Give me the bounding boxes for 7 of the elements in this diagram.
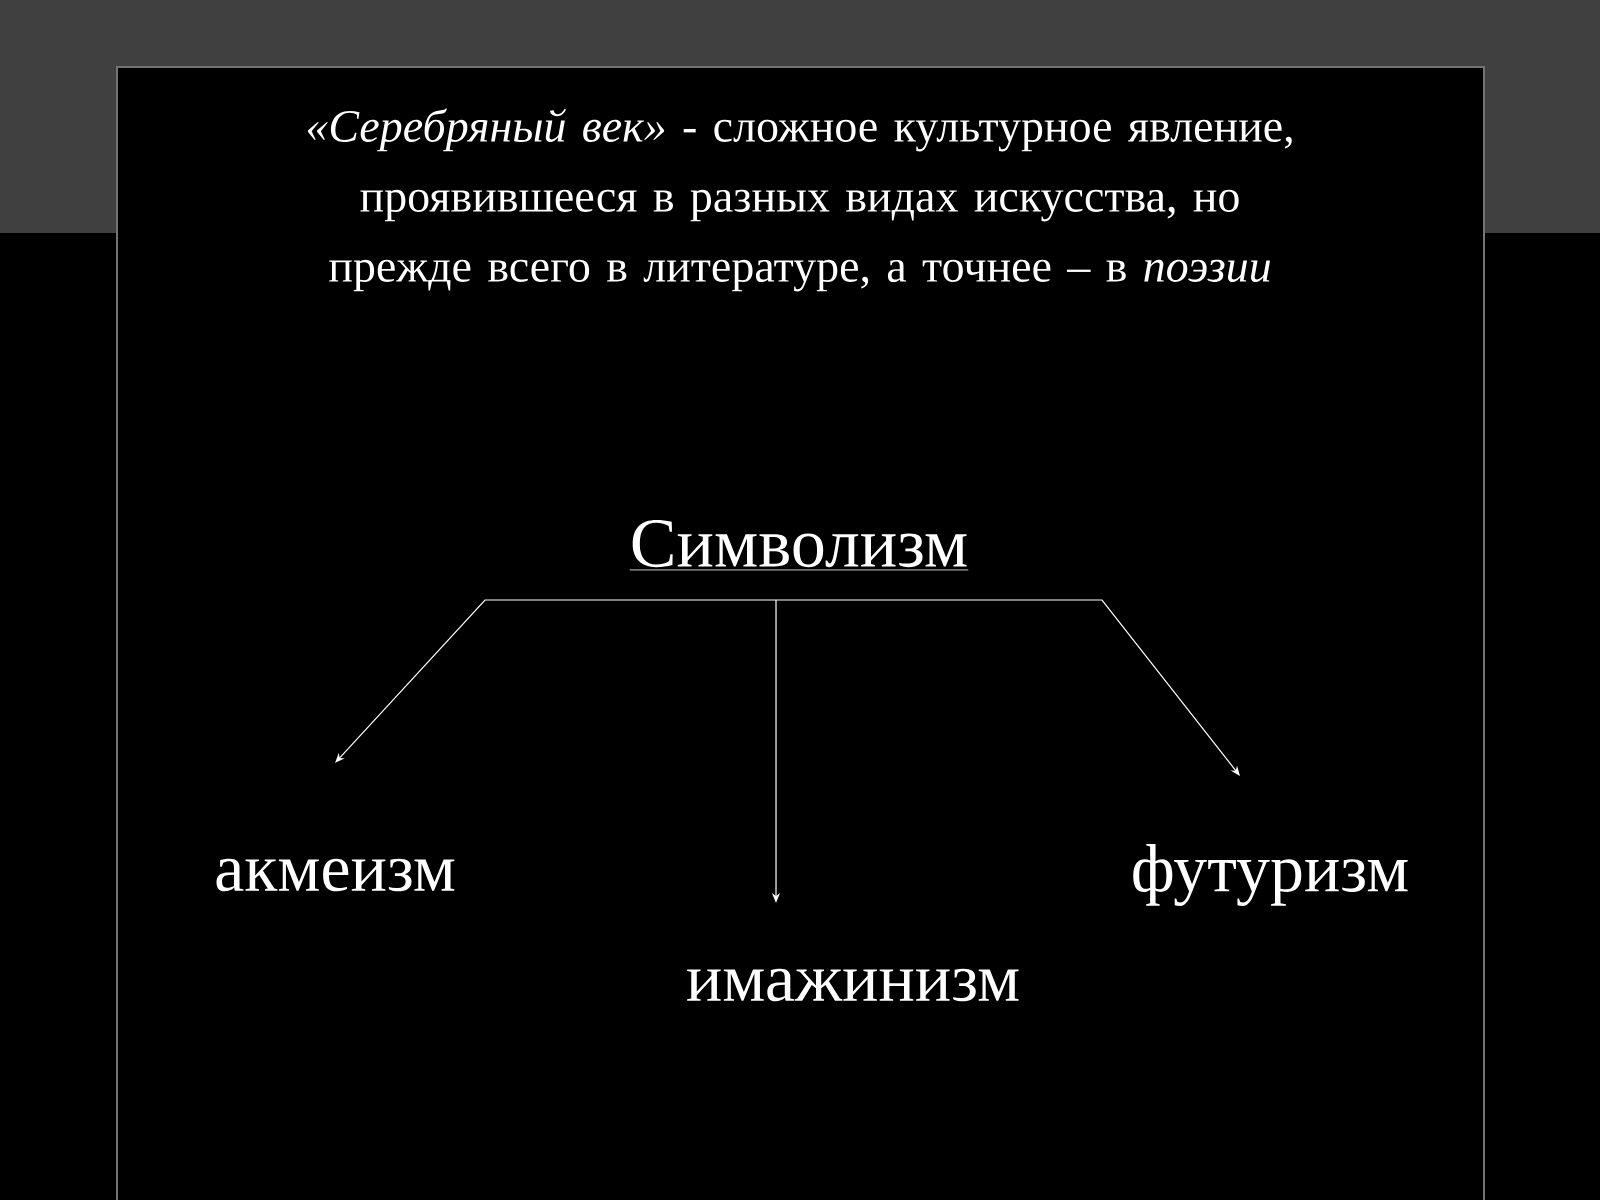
term-text: футуризм	[1133, 844, 1408, 906]
arrow	[335, 599, 800, 763]
term-text: акмеизм	[216, 858, 455, 892]
title-text: «Серебряный век» - сложное культурное явление, проявившееся в разных видах искусства, но прежде всего в литературе, а точнее – в поэзии	[307, 108, 1292, 292]
term-text: Символизм	[629, 520, 969, 571]
arrow	[798, 599, 1240, 776]
term-text: имажинизм	[687, 968, 1019, 1002]
